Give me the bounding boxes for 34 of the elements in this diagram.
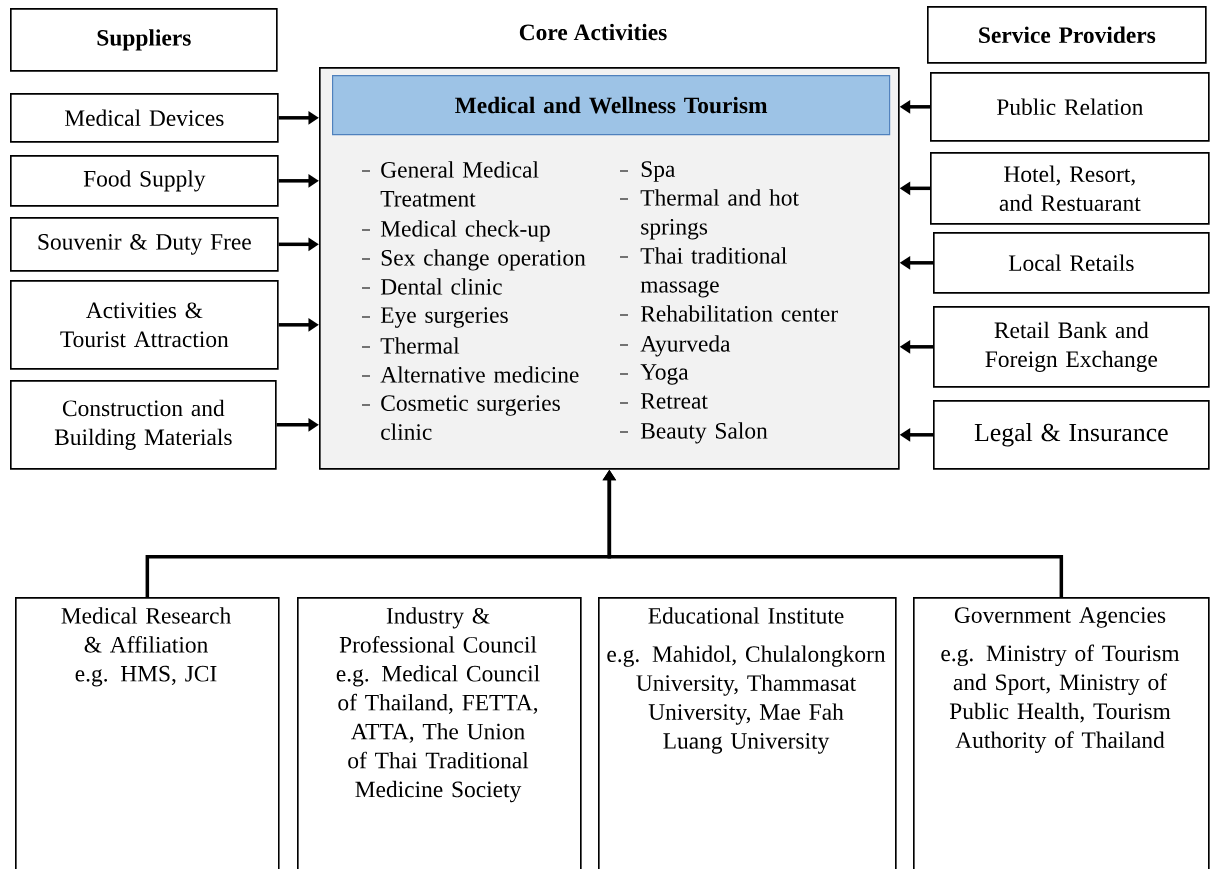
list-item: Thai traditional massage xyxy=(619,247,787,298)
list-item: Rehabilitation center xyxy=(619,305,838,322)
organization-box: Medical Research & Affiliation e.g. HMS, JCI xyxy=(15,597,280,869)
organization-box: Educational Institute e.g. Mahidol, Chulalongkorn University, Thammasat University, Mae Fah Luang University xyxy=(598,597,897,869)
heading-box: Service Providers xyxy=(927,6,1207,64)
section-heading: Core Activities xyxy=(519,23,667,41)
list-item: Yoga xyxy=(619,364,689,385)
label-box: Retail Bank and Foreign Exchange xyxy=(933,306,1210,388)
list-item: Retreat xyxy=(619,393,708,409)
list-item: Eye surgeries xyxy=(361,307,508,328)
list-item: Spa xyxy=(619,161,676,182)
label-box: Local Retails xyxy=(933,232,1210,294)
heading-box: Suppliers xyxy=(10,8,278,72)
label-box: Legal & Insurance xyxy=(933,400,1210,470)
label-box: Medical Devices xyxy=(10,93,279,143)
list-item: Alternative medicine xyxy=(361,366,579,383)
list-item: Cosmetic surgeries clinic xyxy=(361,395,560,440)
list-item: Medical check-up xyxy=(361,220,550,242)
list-item: General Medical Treatment xyxy=(361,161,539,207)
list-item: Dental clinic xyxy=(361,278,502,295)
label-box: Hotel, Resort, and Restuarant xyxy=(930,152,1210,225)
organization-box: Government Agencies e.g. Ministry of Tourism and Sport, Ministry of Public Health, Tourism Authority of Thailand xyxy=(913,597,1210,869)
title-banner: Medical and Wellness Tourism xyxy=(332,75,891,136)
list-item: Ayurveda xyxy=(619,335,731,357)
organization-box: Industry & Professional Council e.g. Medical Council of Thailand, FETTA, ATTA, The Union of Thai Traditional Medicine Society xyxy=(297,597,582,869)
list-item: Beauty Salon xyxy=(619,422,768,444)
label-box: Food Supply xyxy=(10,155,279,207)
label-box: Souvenir & Duty Free xyxy=(10,217,279,272)
label-box: Construction and Building Materials xyxy=(10,380,277,470)
list-item: Thermal and hot springs xyxy=(619,189,799,240)
list-item: Thermal xyxy=(361,337,460,354)
list-item: Sex change operation xyxy=(361,249,586,271)
label-box: Public Relation xyxy=(930,72,1210,142)
label-box: Activities & Tourist Attraction xyxy=(10,280,279,370)
